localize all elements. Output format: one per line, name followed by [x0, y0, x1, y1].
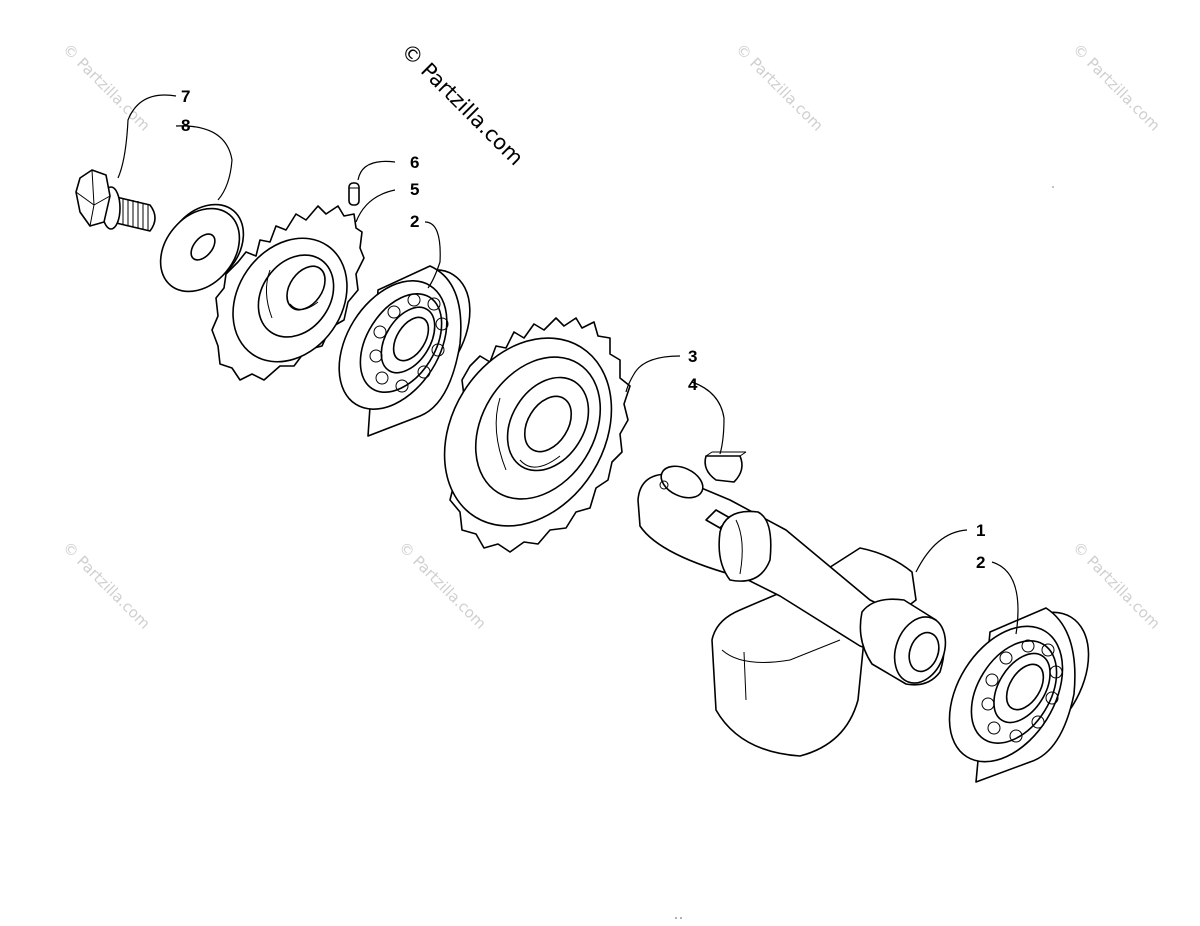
callout-4: 4 [688, 375, 698, 394]
watermark-main: © Partzilla.com [396, 39, 528, 171]
callout-6: 6 [410, 153, 419, 172]
watermark-top-right: © Partzilla.com [1069, 40, 1164, 135]
watermark-top-left: © Partzilla.com [59, 40, 154, 135]
large-gear-icon [443, 317, 631, 553]
stray-marks [675, 186, 1054, 919]
woodruff-key-icon [704, 451, 747, 483]
washer-icon [159, 203, 245, 293]
ball-bearing-icon [338, 265, 471, 437]
callout-2-top: 2 [410, 212, 419, 231]
small-gear-icon [211, 205, 365, 381]
watermark-top-center: © Partzilla.com [732, 40, 827, 135]
callout-labels: 7 8 6 5 2 3 4 1 2 [181, 87, 985, 572]
callout-2-bottom: 2 [976, 553, 985, 572]
callout-7: 7 [181, 87, 190, 106]
callout-5: 5 [410, 180, 419, 199]
watermark-mid-right: © Partzilla.com [1069, 538, 1164, 633]
callout-3: 3 [688, 347, 697, 366]
ball-bearing-icon [948, 607, 1090, 783]
callout-8: 8 [181, 116, 190, 135]
watermark-mid-center: © Partzilla.com [395, 538, 490, 633]
kick-shaft-arm-icon [637, 465, 947, 757]
pin-icon [348, 182, 360, 206]
flange-bolt-icon [75, 169, 156, 232]
callout-1: 1 [976, 521, 985, 540]
watermark-mid-left: © Partzilla.com [59, 538, 154, 633]
leader-lines [117, 94, 1019, 635]
